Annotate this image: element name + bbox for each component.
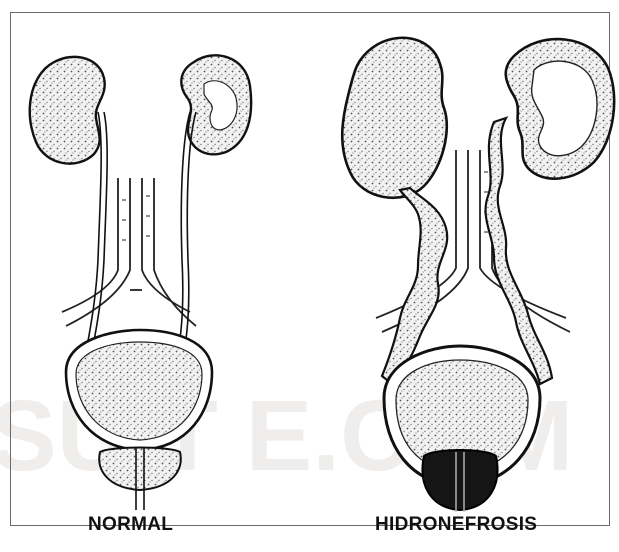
normal-label: NORMAL bbox=[88, 514, 173, 536]
hydronephrosis-label: HIDRONEFROSIS bbox=[375, 514, 537, 536]
